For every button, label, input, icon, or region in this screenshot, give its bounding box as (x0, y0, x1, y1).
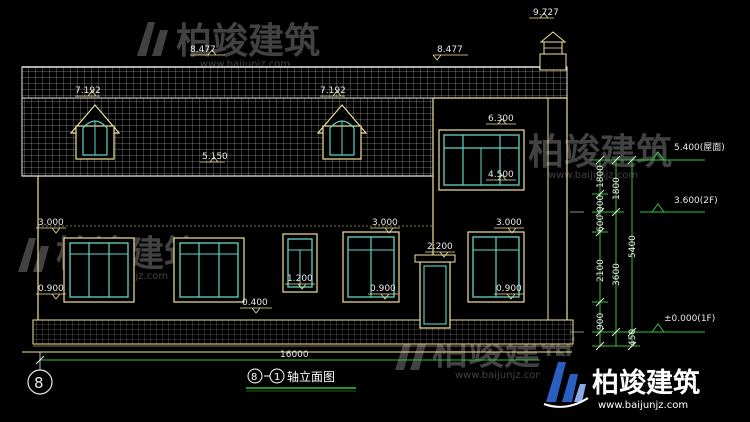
elev-door-head: 2.200 (427, 242, 453, 252)
title-text: 轴立面图 (287, 369, 335, 384)
level-2f: 3.600(2F) (674, 196, 718, 206)
elev-ridge-left: 8.477 (190, 45, 216, 55)
level-markers (640, 151, 705, 333)
overall-width: 16000 (280, 350, 309, 360)
window-ground-left (63, 237, 135, 303)
level-1f: ±0.000(1F) (664, 314, 715, 324)
window-ground-left2 (173, 237, 245, 303)
dim-inner-3: 600 (596, 215, 606, 232)
elev-roof-level: 6.300 (488, 114, 514, 124)
title-axis-end: 1 (274, 372, 280, 383)
dim-mid-2: 3600 (612, 263, 622, 286)
elev-sill-mid: 0.900 (370, 284, 396, 294)
door (414, 254, 456, 329)
elev-chimney-top: 9.727 (533, 8, 559, 18)
brand-logo: 柏竣建筑 www.baijunjz.com (540, 356, 750, 422)
title-axis-start: 8 (251, 372, 257, 383)
dimension-ticks (595, 155, 637, 351)
dim-outer-2: 450 (628, 329, 638, 346)
dim-inner-2: 900 (596, 195, 606, 212)
level-roof: 5.400(屋面) (674, 142, 725, 153)
window-small (282, 233, 318, 293)
dimension-text: 1800 900 600 2100 900 1800 3600 5400 450 (596, 165, 638, 346)
elev-eave: 5.150 (202, 152, 228, 162)
elev-dormer-left: 7.192 (75, 86, 101, 96)
dim-inner-4: 2100 (596, 259, 606, 282)
walls (22, 97, 574, 353)
logo-mark-icon (543, 362, 589, 408)
elev-small-win-sill: 1.200 (287, 274, 313, 284)
dim-outer-1: 5400 (628, 235, 638, 258)
watermark-url: www.baijunjz.com (455, 370, 545, 381)
elev-sill-right: 0.900 (496, 284, 522, 294)
elev-win-head-mid: 3.000 (372, 218, 398, 228)
watermark-url: www.baijunjz.com (200, 59, 290, 70)
window-upper-right (438, 129, 525, 191)
elevation-markers (36, 12, 554, 314)
dormer-left (69, 104, 121, 160)
watermark-url: www.baijunjz.com (548, 170, 638, 181)
dim-inner-5: 900 (596, 313, 606, 330)
drawing-title: 8 1 轴立面图 (246, 368, 356, 392)
elev-plinth: 0.400 (242, 298, 268, 308)
logo-url: www.baijunjz.com (598, 400, 688, 411)
elev-dormer-right: 7.192 (320, 86, 346, 96)
chimney (539, 31, 567, 71)
axis-bubble-label: 8 (34, 374, 44, 392)
window-ground-right (467, 231, 525, 303)
watermark-top: 柏竣建筑 www.baijunjz.com (137, 21, 320, 70)
elev-win-head-left: 3.000 (38, 218, 64, 228)
elevation-labels: 9.727 8.477 8.477 7.192 7.192 6.300 5.15… (38, 8, 559, 308)
dim-inner-1: 1800 (596, 165, 606, 188)
elev-window-head-upper: 4.500 (488, 170, 514, 180)
logo-text: 柏竣建筑 (592, 367, 700, 399)
dim-mid-1: 1800 (612, 177, 622, 200)
elev-sill-left: 0.900 (38, 284, 64, 294)
axis-bubble: 8 (27, 352, 53, 395)
elev-ridge-right: 8.477 (437, 45, 463, 55)
window-ground-mid (342, 231, 400, 303)
watermark-text: 柏竣建筑 (176, 21, 320, 62)
dormer-right (316, 104, 368, 160)
elev-win-head-right: 3.000 (496, 218, 522, 228)
